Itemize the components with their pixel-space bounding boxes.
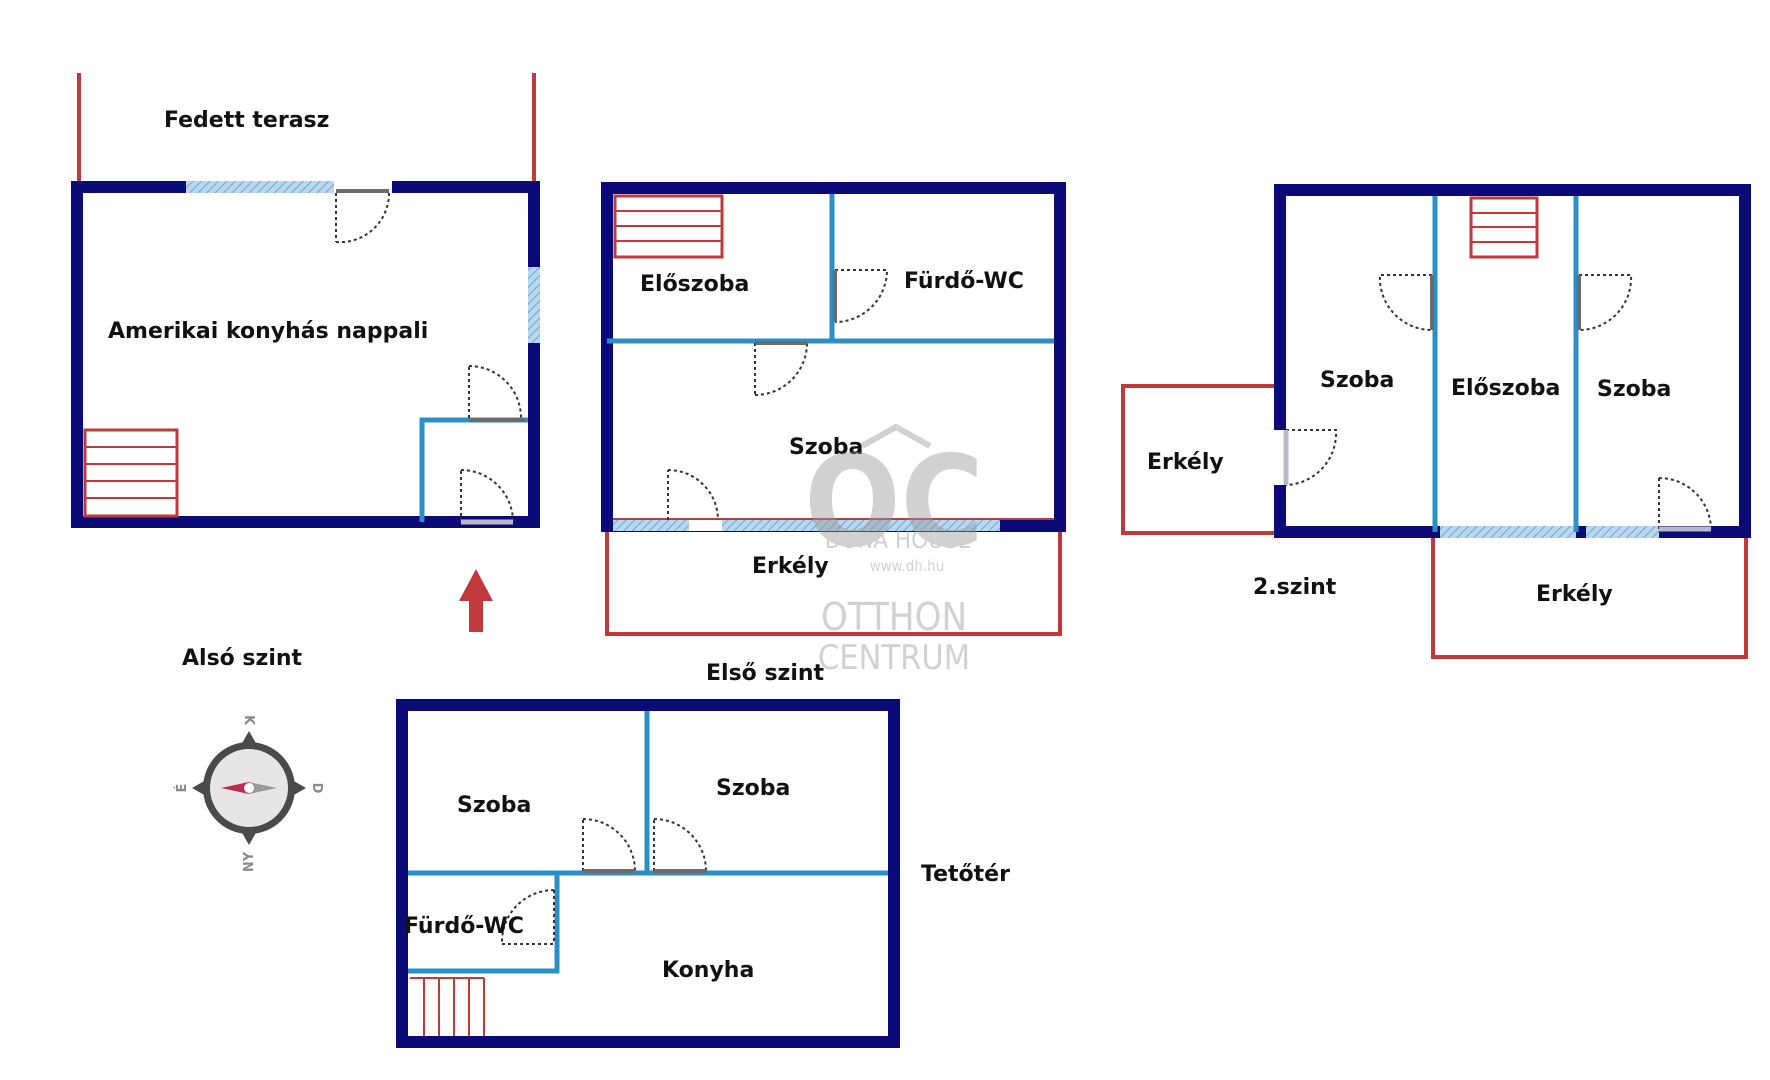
window — [613, 520, 689, 531]
stairs — [1469, 196, 1539, 259]
door-swing — [833, 269, 889, 323]
door-opening — [689, 520, 722, 531]
room-label-balcony-bottom: Erkély — [1536, 582, 1613, 607]
compass-north: K — [241, 715, 256, 726]
stairs — [410, 977, 485, 1036]
door-opening — [1274, 430, 1286, 485]
window — [722, 520, 1000, 531]
door-swing — [460, 469, 514, 525]
door-swing — [468, 365, 525, 422]
watermark-line2: CENTRUM — [818, 638, 970, 678]
room-label-balcony-left: Erkély — [1147, 450, 1224, 475]
stairs — [613, 194, 724, 259]
room-label-living: Amerikai konyhás nappali — [108, 319, 428, 344]
window — [528, 267, 540, 343]
door-swing — [653, 818, 707, 873]
second-level: Szoba Előszoba Szoba Erkély Erkély 2.szi… — [1121, 184, 1751, 659]
room-label-balcony: Erkély — [752, 554, 829, 579]
room-label-room-left: Szoba — [1320, 368, 1394, 393]
level-title-second: 2.szint — [1253, 575, 1337, 600]
door-swing — [1378, 274, 1434, 332]
room-label-kitchen: Konyha — [662, 958, 754, 983]
attic-level: Szoba Szoba Fürdő-WC Konyha Tetőtér — [396, 699, 1010, 1048]
window — [1586, 526, 1659, 538]
stairs — [83, 428, 179, 518]
compass-south: NY — [242, 851, 257, 872]
door-swing — [582, 818, 636, 873]
level-title-attic: Tetőtér — [921, 862, 1010, 887]
compass-icon: K D NY É — [174, 715, 324, 872]
room-label-room: Szoba — [789, 435, 863, 460]
door-swing — [335, 189, 391, 244]
watermark-url: www.dh.hu — [870, 557, 945, 575]
first-level: Előszoba Fürdő-WC Szoba Erkély Első szin… — [601, 182, 1066, 686]
room-label-room-right: Szoba — [716, 776, 790, 801]
door-swing — [1283, 429, 1338, 486]
window — [1440, 526, 1576, 538]
room-label-room-right: Szoba — [1597, 377, 1671, 402]
room-label-bath: Fürdő-WC — [404, 914, 524, 939]
door-swing — [1577, 274, 1633, 332]
entrance-arrow-icon — [459, 569, 493, 632]
roof-icon — [860, 423, 932, 449]
watermark-oc: OC — [804, 428, 984, 575]
door-swing — [667, 469, 719, 521]
room-label-hall: Előszoba — [640, 272, 749, 297]
room-label-terrace: Fedett terasz — [164, 108, 329, 133]
room-label-hall: Előszoba — [1451, 376, 1560, 401]
level-title-first: Első szint — [706, 661, 825, 686]
compass-west: É — [174, 784, 190, 793]
watermark-line1: OTTHON — [821, 595, 967, 639]
inner-wall — [408, 873, 560, 974]
lower-level: Fedett terasz — [71, 73, 540, 671]
watermark-brand: DUNA HOUSE — [825, 526, 972, 554]
covered-terrace-posts — [77, 73, 536, 184]
outer-wall — [71, 181, 540, 528]
level-title-lower: Alsó szint — [182, 646, 303, 671]
door-swing — [500, 889, 555, 945]
door-swing — [754, 341, 808, 396]
window — [186, 181, 334, 193]
compass-east: D — [309, 783, 324, 794]
watermark-logo: OC DUNA HOUSE www.dh.hu OTTHON CENTRUM — [804, 423, 984, 678]
door-swing — [1658, 477, 1712, 532]
outer-wall — [396, 699, 900, 1048]
room-label-room-left: Szoba — [457, 793, 531, 818]
room-label-bath: Fürdő-WC — [904, 269, 1024, 294]
